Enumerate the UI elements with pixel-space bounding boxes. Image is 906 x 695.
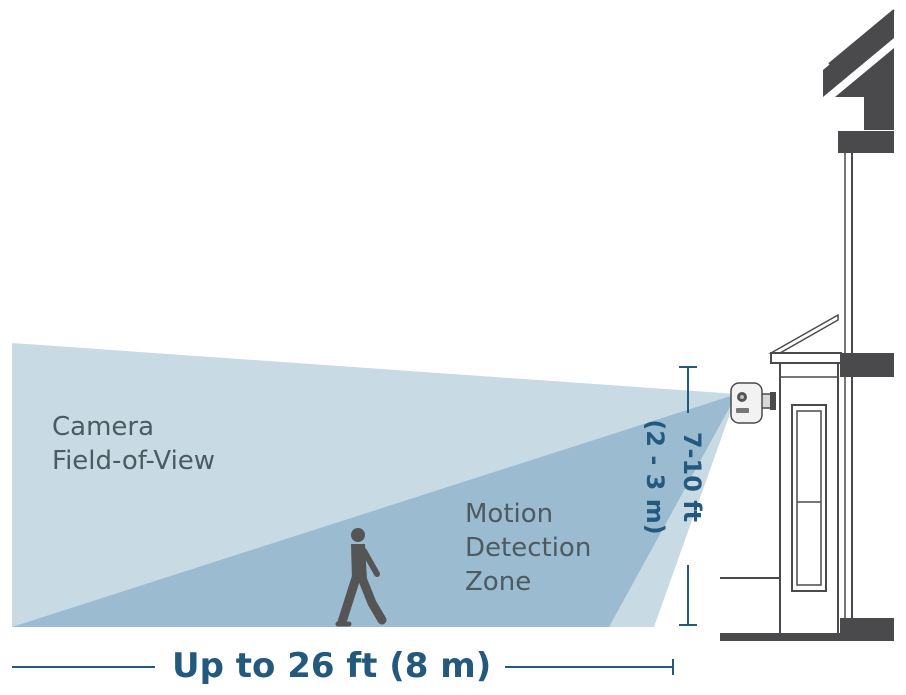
mount-height-label: 7-10 ft (2 - 3 m) [634,392,710,562]
height-dimension-line [679,366,697,626]
motion-detection-zone [12,394,737,627]
mount-height-label-line: (2 - 3 m) [641,419,669,535]
house [720,9,895,641]
mount-height-label-line: 7-10 ft [678,431,706,523]
field-of-view-label-line: Field-of-View [52,446,216,476]
house-roof [823,10,894,97]
motion-zone-label-line: Detection [465,533,592,563]
security-camera-icon [730,382,776,424]
walking-person-icon [335,528,387,627]
field-of-view-label-line: Camera [52,412,155,442]
distance-dimension-line [12,659,674,675]
motion-zone-label-line: Zone [465,567,532,597]
field-of-view-label: Camera Field-of-View [52,410,215,478]
motion-zone-label-line: Motion [465,499,554,529]
range-label: Up to 26 ft (8 m) [172,646,492,686]
motion-zone-label: Motion Detection Zone [465,497,591,599]
